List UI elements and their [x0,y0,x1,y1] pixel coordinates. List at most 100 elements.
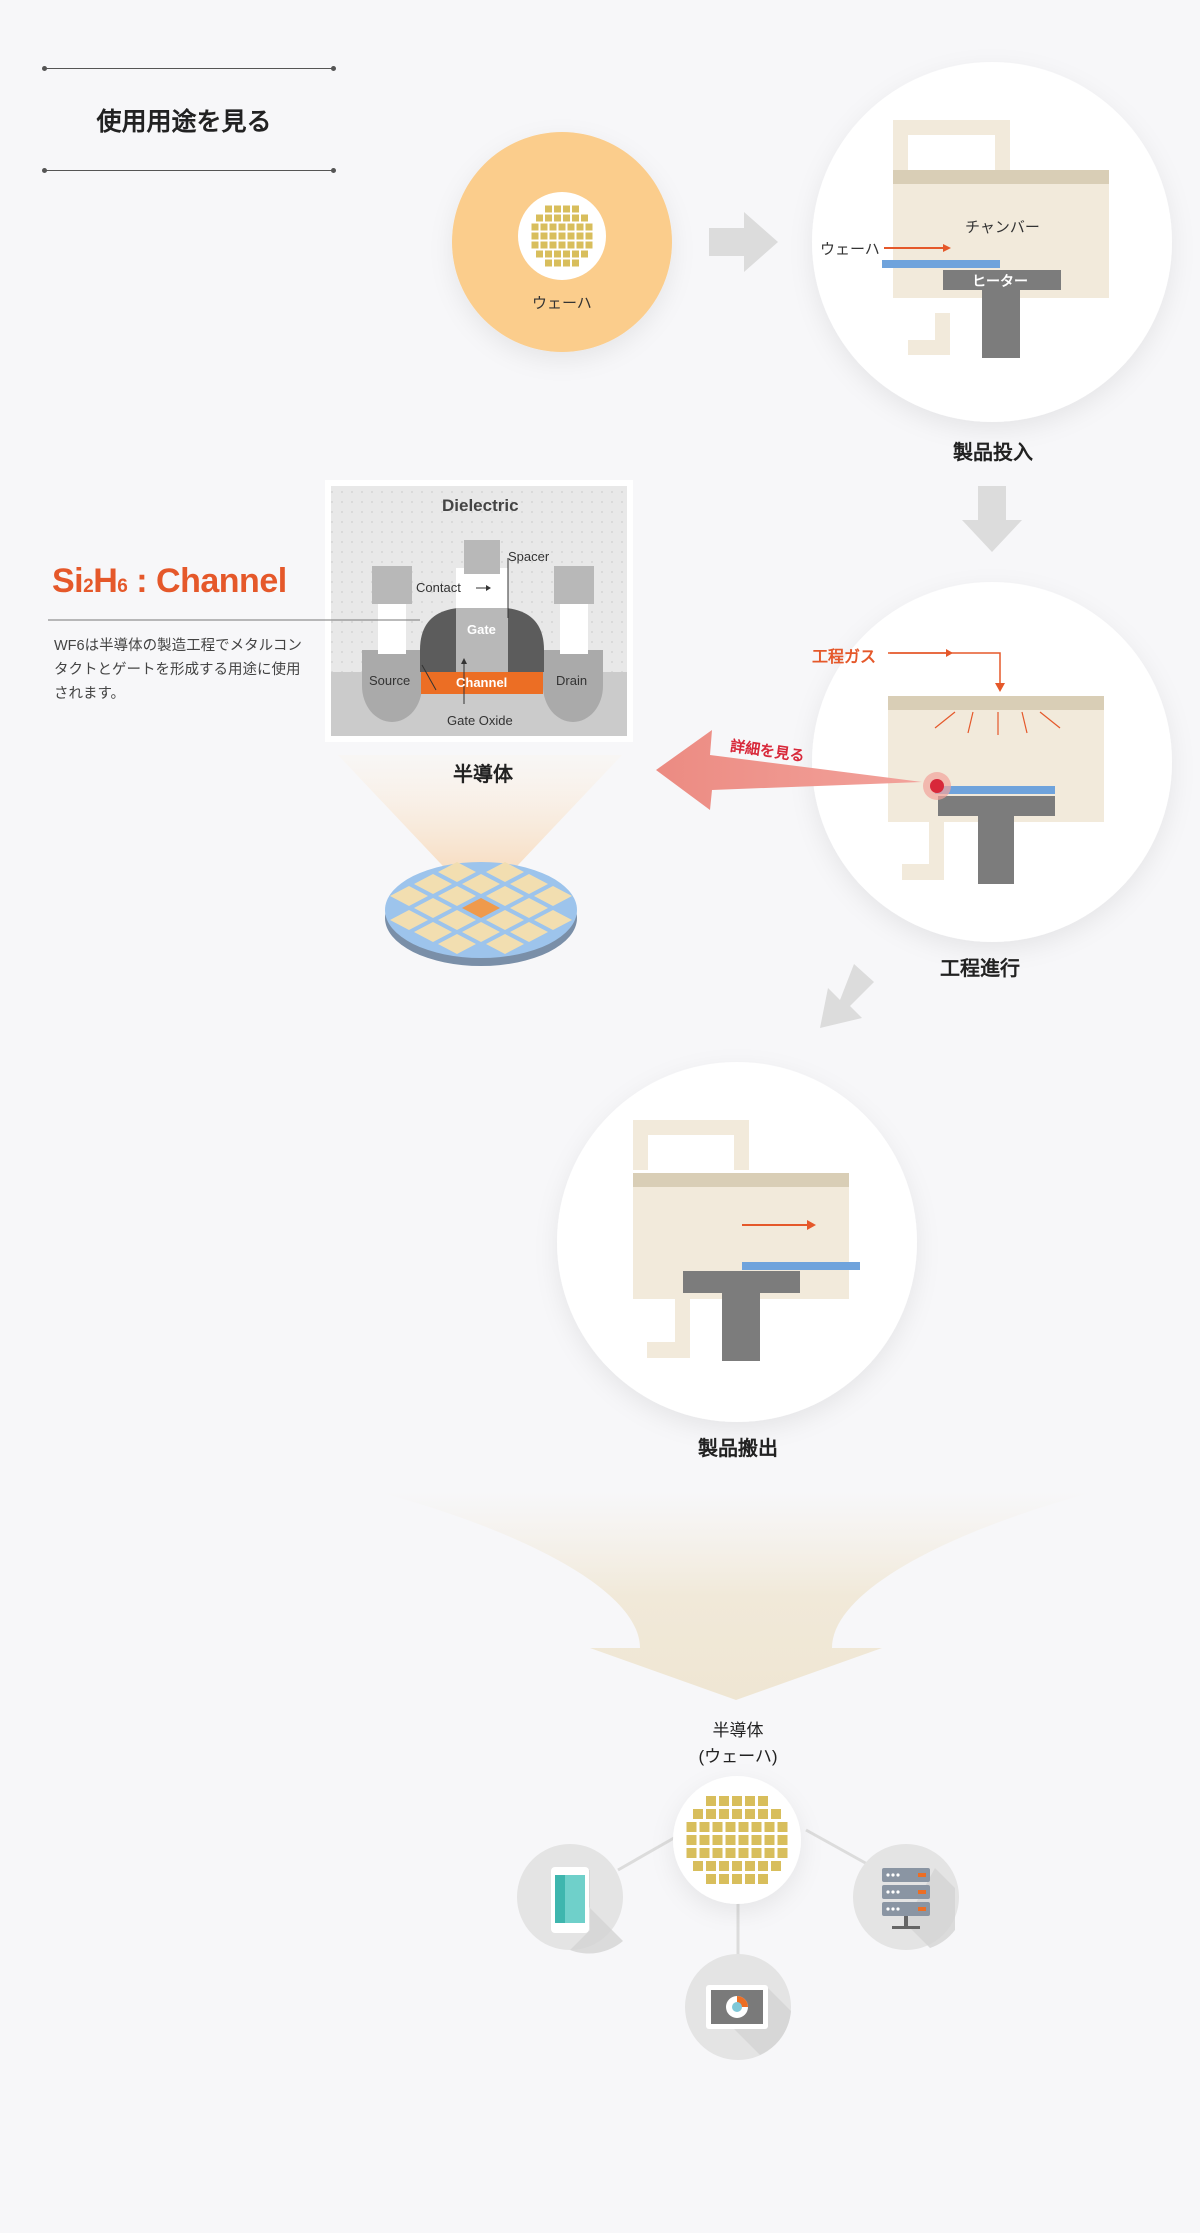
contact-label: Contact [416,580,461,595]
zoom-beam [338,755,622,900]
wafer-chip [531,232,539,240]
wafer-chip [572,250,579,258]
disk-chip [510,898,548,918]
wafer-chip [725,1848,736,1858]
chamber-step1 [812,62,1172,422]
result-label: 半導体 (ウェーハ) [638,1718,838,1770]
wafer-icon-large [686,1796,788,1884]
wafer-chip [567,223,575,231]
formula-sub-1: 2 [83,576,94,597]
disk-chip [534,910,572,930]
wafer-chip [554,250,561,258]
wafer-chip [745,1874,755,1884]
wafer-chip [751,1835,762,1845]
wafer-chip [563,250,570,258]
wafer-chip [576,223,584,231]
disk-chip [462,874,500,894]
wafer-chip [712,1835,723,1845]
disk-chip [414,922,452,942]
wafer-chip [581,250,588,258]
wafer-chip [585,223,593,231]
header-rule-bottom [42,168,336,173]
wafer-chip [576,232,584,240]
wafer-chip [771,1809,781,1819]
wafer-chip [706,1874,716,1884]
wafer-chip [745,1809,755,1819]
wafer-chip [536,214,543,222]
wafer-chip [540,232,548,240]
wafer-chip [738,1848,749,1858]
wafer-chip [777,1835,788,1845]
source-label: Source [369,673,411,688]
result-label-line1: 半導体 [712,1721,764,1740]
disk-chip [486,910,524,930]
arrow-down-1 [962,486,1022,552]
disk-chip [486,886,524,906]
wafer-chip [771,1861,781,1871]
process-gas-label: 工程ガス [812,649,877,666]
header-rule-top [42,66,336,71]
wafer-chip [732,1809,742,1819]
wafer-chip [558,223,566,231]
wafer-chip [558,232,566,240]
wafer-chip [693,1861,703,1871]
wafer-chip [549,232,557,240]
hub-wafer [673,1776,801,1904]
detail-arrow [656,730,922,810]
wafer-chip [554,259,561,267]
wafer-chip [699,1822,710,1832]
wafer-chip [764,1835,775,1845]
wafer-chip [572,205,579,213]
disk-chip [510,874,548,894]
step3-caption: 製品搬出 [698,1438,778,1460]
wafer-chip [712,1822,723,1832]
disk-chip [534,886,572,906]
wafer-chip [585,241,593,249]
material-formula: Si2H6 : Channel [52,562,287,601]
wafer-chip [706,1861,716,1871]
wafer-chip [549,223,557,231]
disk-chip [486,862,524,882]
disk-chip [462,898,500,918]
wafer-chip [699,1848,710,1858]
chamber-wafer-label: ウェーハ [820,241,880,258]
channel-label: Channel [456,675,508,690]
section-title: 使用用途を見る [96,108,272,136]
server-icon [853,1844,959,1950]
disk-chip [438,934,476,954]
wafer-chip [758,1874,768,1884]
step1-caption: 製品投入 [953,442,1033,464]
disk-chip [390,910,428,930]
wafer-chip [563,214,570,222]
wafer-chip [545,214,552,222]
wafer-chip [563,259,570,267]
wafer-chip [719,1874,729,1884]
tablet-icon [685,1954,791,2060]
wafer-chip [693,1809,703,1819]
wafer-chip [706,1809,716,1819]
wafer-chip [745,1796,755,1806]
wafer-chip [725,1835,736,1845]
wafer-chip [745,1861,755,1871]
disk-chip [414,898,452,918]
wafer-step [452,132,672,352]
spacer-label: Spacer [508,549,550,564]
semiconductor-caption: 半導体 [453,764,513,786]
wafer-chip [738,1835,749,1845]
disk-chip [438,862,476,882]
wafer-chip [531,241,539,249]
wafer-icon [531,205,593,267]
wafer-disk [385,862,577,966]
wafer-chip [719,1796,729,1806]
formula-h: H [93,562,118,600]
arrow-diag-1 [820,964,874,1028]
wafer-chip [572,259,579,267]
wafer-chip [549,241,557,249]
wafer-chip [563,205,570,213]
wafer-chip [554,214,561,222]
wafer-chip [686,1848,697,1858]
formula-si: Si [52,562,84,600]
wafer-label: ウェーハ [532,295,592,312]
